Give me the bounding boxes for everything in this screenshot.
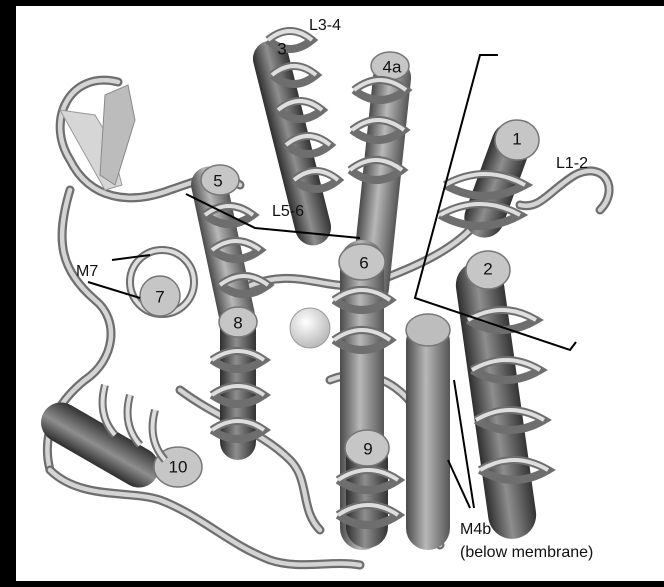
l56-label: L5-6 <box>272 203 304 220</box>
helix-6-label: 6 <box>359 253 368 272</box>
m4b-label: M4b <box>460 521 491 538</box>
helix-4a-label: 4a <box>383 57 402 76</box>
helix-m4b <box>406 314 450 550</box>
m4b-sublabel: (below membrane) <box>460 544 593 561</box>
helix-1-label: 1 <box>512 129 521 148</box>
helix-10-label: 10 <box>169 457 188 476</box>
helix-8-label: 8 <box>233 313 242 332</box>
l12-label: L1-2 <box>556 155 588 172</box>
helix-9-label: 9 <box>363 439 372 458</box>
helix-7-label: 7 <box>155 287 164 306</box>
l34-label: L3-4 <box>309 17 341 34</box>
helix-5-label: 5 <box>213 171 222 190</box>
helix-3-label: 3 <box>277 39 286 58</box>
helix-2-label: 2 <box>483 259 492 278</box>
metal-ion-sphere <box>290 308 330 348</box>
m7-label: M7 <box>76 263 98 280</box>
